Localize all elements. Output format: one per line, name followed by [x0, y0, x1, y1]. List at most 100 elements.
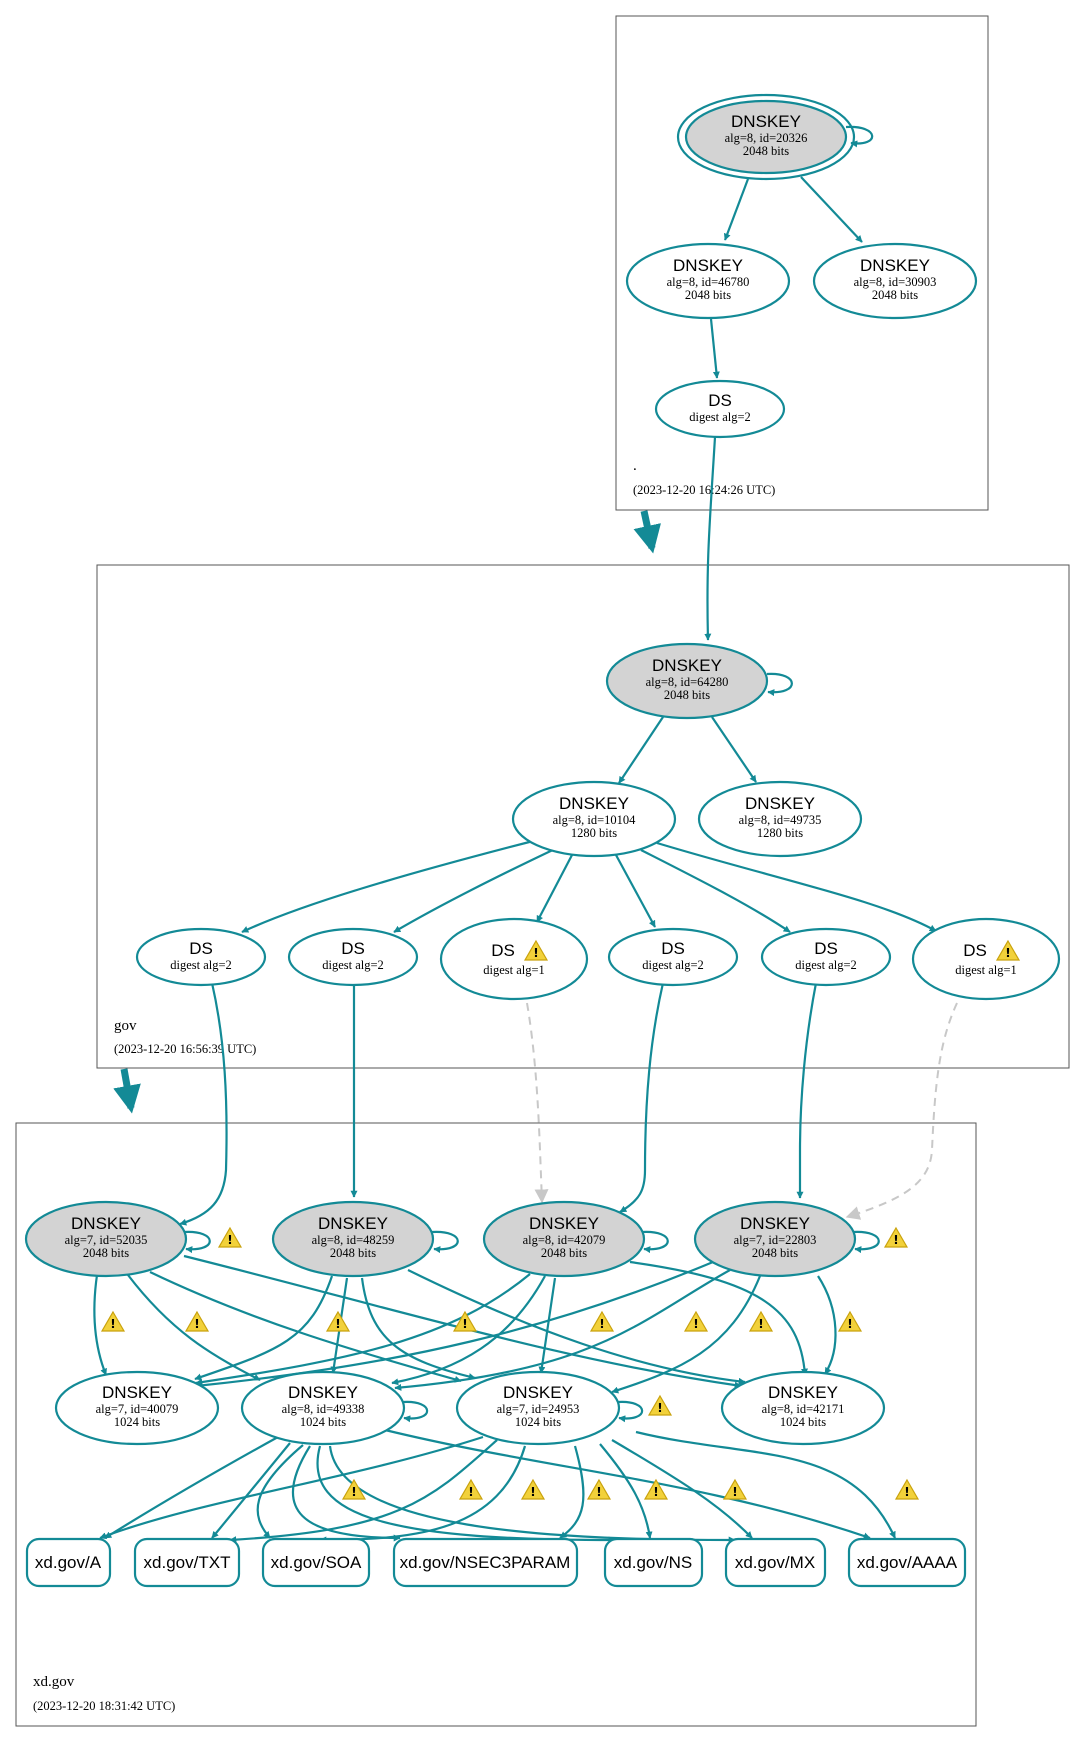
- edge-gov-ksk-self: [766, 672, 793, 697]
- edge-xd-zsk3-a: [99, 1435, 484, 1540]
- warning-glyph: !: [533, 946, 538, 960]
- warning-icon: !: [723, 1479, 747, 1500]
- node-key-id: alg=7, id=40079: [96, 1402, 179, 1416]
- node-gov-ds-1: DS digest alg=2: [135, 927, 267, 987]
- node-key-id: alg=8, id=48259: [312, 1233, 395, 1247]
- node-key-size: 2048 bits: [330, 1246, 376, 1260]
- edge-xd-ksk2-zsk4: [407, 1269, 746, 1385]
- node-root-ds: DS digest alg=2: [654, 379, 786, 439]
- node-title: DNSKEY: [318, 1214, 388, 1233]
- edge-gov-ds5-xd-ksk4: [796, 982, 818, 1199]
- edge-gov-zsk1-ds6: [656, 841, 937, 932]
- node-digest-alg: digest alg=2: [795, 958, 857, 972]
- node-digest-alg: digest alg=1: [483, 963, 545, 977]
- rrset-soa: xd.gov/SOA: [261, 1537, 371, 1588]
- node-title: DNSKEY: [860, 256, 930, 275]
- node-key-id: alg=8, id=30903: [854, 275, 937, 289]
- node-title: DNSKEY: [731, 112, 801, 131]
- edge-gov-zsk1-ds5: [640, 849, 791, 933]
- rrset-mx: xd.gov/MX: [724, 1537, 827, 1588]
- node-root-ksk: DNSKEY alg=8, id=20326 2048 bits: [676, 93, 856, 181]
- edge-xd-ksk2-zsk1: [194, 1275, 334, 1381]
- edge-xd-ksk1-zsk1: [93, 1274, 108, 1376]
- node-root-zsk-30903: DNSKEY alg=8, id=30903 2048 bits: [812, 242, 978, 320]
- node-title: DS: [963, 941, 987, 960]
- edge-gov-zsk1-ds3: [536, 854, 573, 923]
- edge-gov-ksk-zsk2: [711, 716, 757, 783]
- node-title: DNSKEY: [559, 794, 629, 813]
- edge-xd-ksk1-self: [183, 1230, 211, 1254]
- edge-xd-ksk4-zsk1: [195, 1260, 714, 1389]
- node-key-id: alg=7, id=52035: [65, 1233, 148, 1247]
- warning-glyph: !: [1005, 946, 1010, 960]
- node-gov-zsk-49735: DNSKEY alg=8, id=49735 1280 bits: [697, 780, 863, 858]
- edge-xd-ksk3-zsk1: [195, 1273, 531, 1386]
- node-key-size: 2048 bits: [664, 688, 710, 702]
- node-xd-ksk-22803: DNSKEY alg=7, id=22803 2048 bits: [693, 1200, 857, 1278]
- node-xd-zsk-40079: DNSKEY alg=7, id=40079 1024 bits: [54, 1370, 220, 1446]
- node-key-size: 2048 bits: [685, 288, 731, 302]
- warning-glyph: !: [227, 1233, 232, 1247]
- edge-xd-ksk3-self: [641, 1230, 669, 1254]
- edge-root-zsk1-ds: [709, 318, 720, 379]
- node-title: DNSKEY: [71, 1214, 141, 1233]
- edge-xd-zsk3-nsec3param: [559, 1445, 585, 1539]
- node-gov-zsk-10104: DNSKEY alg=8, id=10104 1280 bits: [511, 780, 677, 858]
- node-key-size: 2048 bits: [872, 288, 918, 302]
- node-key-size: 2048 bits: [83, 1246, 129, 1260]
- warning-icon: !: [684, 1311, 708, 1332]
- node-title: DS: [189, 939, 213, 958]
- node-title: DNSKEY: [673, 256, 743, 275]
- edge-gov-ksk-zsk1: [618, 716, 664, 784]
- warning-icon: !: [101, 1311, 125, 1332]
- edge-root-ksk-zsk1: [723, 178, 750, 241]
- warning-icon: !: [644, 1479, 668, 1500]
- node-key-id: alg=8, id=64280: [646, 675, 729, 689]
- edge-xd-ksk1-zsk3: [149, 1271, 462, 1383]
- node-title: DS: [661, 939, 685, 958]
- node-digest-alg: digest alg=2: [689, 410, 751, 424]
- warning-glyph: !: [847, 1317, 852, 1331]
- node-gov-ds-3: DS ! digest alg=1: [439, 917, 589, 1001]
- edge-xd-ksk3-zsk4: [629, 1260, 809, 1376]
- warning-icon: !: [521, 1479, 545, 1500]
- rrset-nsec3param: xd.gov/NSEC3PARAM: [392, 1537, 579, 1588]
- node-title: DNSKEY: [529, 1214, 599, 1233]
- edge-root-ksk-self: [845, 125, 874, 148]
- node-key-id: alg=8, id=42079: [523, 1233, 606, 1247]
- edge-xd-zsk2-nsec3param: [291, 1445, 401, 1542]
- zone-box-root: [615, 15, 989, 511]
- zone-timestamp-root: (2023-12-20 16:24:26 UTC): [633, 483, 775, 497]
- edge-xd-ksk2-self: [431, 1230, 459, 1254]
- warning-icon: !: [453, 1311, 477, 1332]
- node-key-id: alg=8, id=46780: [667, 275, 750, 289]
- node-key-id: alg=8, id=42171: [762, 1402, 845, 1416]
- rrset-label: xd.gov/NSEC3PARAM: [400, 1553, 571, 1572]
- edge-gov-zsk1-ds1: [241, 836, 546, 933]
- edge-xd-zsk3-ns: [599, 1443, 653, 1539]
- warning-icon: !: [524, 940, 548, 961]
- zone-name-xd-gov: xd.gov: [33, 1674, 75, 1690]
- edge-gov-zsk1-ds2: [393, 847, 558, 933]
- delegation-root-to-gov: [633, 510, 661, 554]
- warning-icon: !: [587, 1479, 611, 1500]
- node-title: DS: [341, 939, 365, 958]
- node-title: DNSKEY: [652, 656, 722, 675]
- edge-xd-ksk1-zsk2: [127, 1274, 261, 1381]
- edge-xd-ksk4-self: [852, 1230, 880, 1254]
- rrset-ns: xd.gov/NS: [603, 1537, 704, 1588]
- edge-root-ds-gov-ksk: [704, 436, 717, 641]
- node-title: DNSKEY: [768, 1383, 838, 1402]
- node-xd-ksk-42079: DNSKEY alg=8, id=42079 2048 bits: [482, 1200, 646, 1278]
- edge-gov-ds1-xd-ksk1: [179, 982, 228, 1226]
- warning-icon: !: [895, 1479, 919, 1500]
- rrset-label: xd.gov/AAAA: [857, 1553, 958, 1572]
- node-gov-ds-2: DS digest alg=2: [287, 927, 419, 987]
- rrset-a: xd.gov/A: [25, 1537, 112, 1588]
- zone-name-gov: gov: [114, 1018, 137, 1034]
- delegation-gov-to-xd-gov: [113, 1068, 141, 1114]
- node-gov-ds-5: DS digest alg=2: [760, 927, 892, 987]
- edge-xd-zsk2-a: [104, 1436, 279, 1539]
- warning-icon: !: [342, 1479, 366, 1500]
- node-key-id: alg=8, id=49338: [282, 1402, 365, 1416]
